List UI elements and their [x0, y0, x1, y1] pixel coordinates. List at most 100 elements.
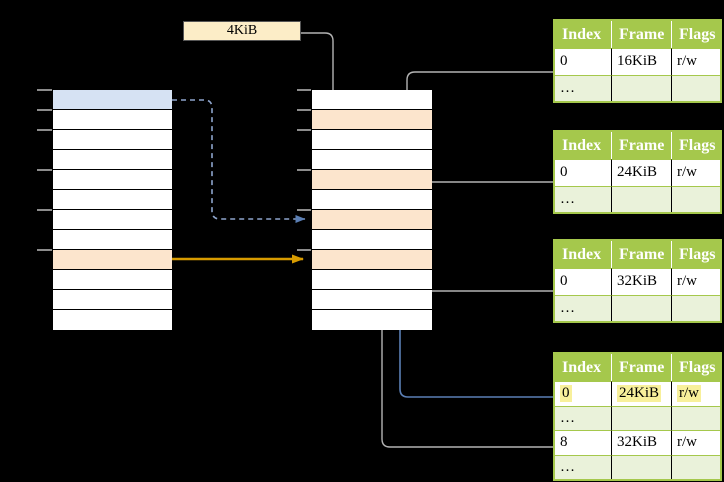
connector-left-blue-to-frame7-dashed	[172, 99, 306, 223]
page-table-24kib-row-1-cell-0: …	[555, 185, 612, 212]
page-table-bottom-row-3-cell-0: …	[555, 454, 612, 479]
page-table-16kib-row-1-cell-0: …	[555, 74, 612, 101]
physical-frame-row-1-orange	[312, 110, 432, 130]
page-table-bottom-row-2-cell-2: r/w	[672, 430, 720, 455]
tick-mark	[297, 249, 311, 251]
tick-mark	[37, 109, 52, 111]
page-table-32kib-row-1-cell-2	[672, 294, 720, 321]
virtual-page-row-4-white	[53, 170, 172, 190]
physical-frame-row-4-orange	[312, 170, 432, 190]
virtual-page-row-7-white	[53, 230, 172, 250]
page-table-bottom-row-0-cell-0: 0	[555, 381, 612, 406]
page-table-24kib-row-0-cell-0: 0	[555, 159, 612, 186]
physical-memory-table	[312, 90, 432, 330]
tick-mark	[297, 209, 311, 211]
page-table-bottom-row-0-cell-2: r/w	[672, 381, 720, 406]
page-table-bottom-row-2-cell-0: 8	[555, 430, 612, 455]
connector-ptbottom-row8-to-frame9	[378, 257, 613, 448]
page-table-16kib-row-1-cell-2	[672, 74, 720, 101]
page-table-bottom-row-1-cell-1	[612, 405, 672, 430]
cell-value: …	[560, 409, 575, 426]
tick-mark	[37, 209, 52, 211]
cell-value: …	[560, 79, 575, 96]
page-table-32kib-header-flags: Flags	[672, 241, 720, 268]
virtual-page-row-5-white	[53, 190, 172, 210]
page-table-bottom-row-2-cell-1: 32KiB	[612, 430, 672, 455]
physical-frame-row-11-white	[312, 310, 432, 330]
virtual-page-row-0-blue	[53, 90, 172, 110]
page-table-32kib-row-1-cell-1	[612, 294, 672, 321]
highlighted-value: r/w	[677, 385, 701, 403]
page-table-24kib-row-0-cell-2: r/w	[672, 159, 720, 186]
tick-mark	[297, 109, 311, 111]
virtual-page-row-11-white	[53, 310, 172, 330]
cell-value: …	[560, 190, 575, 207]
connector-ptbottom-row0-to-frame7	[396, 214, 613, 398]
highlighted-value: 0	[560, 385, 572, 403]
tick-mark	[297, 129, 311, 131]
virtual-page-row-6-white	[53, 210, 172, 230]
page-table-24kib-header-index: Index	[555, 132, 612, 159]
tick-mark	[37, 129, 52, 131]
cell-value: 0	[560, 164, 568, 181]
virtual-page-row-1-white	[53, 110, 172, 130]
cell-value: 16KiB	[617, 53, 658, 70]
page-table-bottom-header-flags: Flags	[672, 354, 720, 381]
page-table-32kib-header-index: Index	[555, 241, 612, 268]
page-table-32kib-row-0-cell-1: 32KiB	[612, 268, 672, 295]
page-table-bottom-header-index: Index	[555, 354, 612, 381]
cell-value: r/w	[677, 434, 697, 451]
physical-frame-row-3-white	[312, 150, 432, 170]
tick-mark	[297, 89, 311, 91]
physical-frame-row-2-white	[312, 130, 432, 150]
page-table-32kib-row-0-cell-2: r/w	[672, 268, 720, 295]
cell-value: 24KiB	[617, 164, 658, 181]
page-table-16kib-header-index: Index	[555, 21, 612, 48]
page-table-bottom-row-0-cell-1: 24KiB	[612, 381, 672, 406]
page-table-24kib-row-1-cell-2	[672, 185, 720, 212]
page-table-bottom-row-3-cell-2	[672, 454, 720, 479]
page-table-bottom-row-1-cell-2	[672, 405, 720, 430]
page-table-16kib-row-0-cell-0: 0	[555, 48, 612, 75]
page-table-16kib-header-flags: Flags	[672, 21, 720, 48]
virtual-page-row-9-white	[53, 270, 172, 290]
highlighted-value: 24KiB	[617, 385, 662, 403]
cell-value: …	[560, 299, 575, 316]
tick-mark	[37, 249, 52, 251]
page-table-24kib-header-flags: Flags	[672, 132, 720, 159]
page-table-24kib-header-frame: Frame	[612, 132, 672, 159]
cell-value: 32KiB	[617, 434, 658, 451]
cell-value: …	[560, 458, 575, 475]
page-table-16kib-row-0-cell-1: 16KiB	[612, 48, 672, 75]
virtual-page-row-3-white	[53, 150, 172, 170]
tick-mark	[37, 169, 52, 171]
cell-value: r/w	[677, 53, 697, 70]
physical-frame-row-5-white	[312, 190, 432, 210]
tick-mark	[37, 89, 52, 91]
cell-value: 0	[560, 53, 568, 70]
cell-value: r/w	[677, 164, 697, 181]
physical-frame-row-7-white	[312, 230, 432, 250]
cell-value: 32KiB	[617, 273, 658, 290]
page-size-label-box: 4KiB	[183, 21, 301, 41]
page-table-32kib-row-1-cell-0: …	[555, 294, 612, 321]
connector-pt16-to-frame5	[403, 71, 616, 176]
cell-value: r/w	[677, 273, 697, 290]
physical-frame-row-6-orange	[312, 210, 432, 230]
cell-value: 0	[560, 273, 568, 290]
page-size-label: 4KiB	[226, 23, 258, 38]
physical-frame-row-9-white	[312, 270, 432, 290]
physical-frame-row-8-orange	[312, 250, 432, 270]
page-table-bottom-row-1-cell-0: …	[555, 405, 612, 430]
physical-frame-row-0-white	[312, 90, 432, 110]
page-table-bottom-header-frame: Frame	[612, 354, 672, 381]
tick-mark	[297, 169, 311, 171]
page-table-16kib-row-1-cell-1	[612, 74, 672, 101]
virtual-page-row-2-white	[53, 130, 172, 150]
virtual-page-row-10-white	[53, 290, 172, 310]
